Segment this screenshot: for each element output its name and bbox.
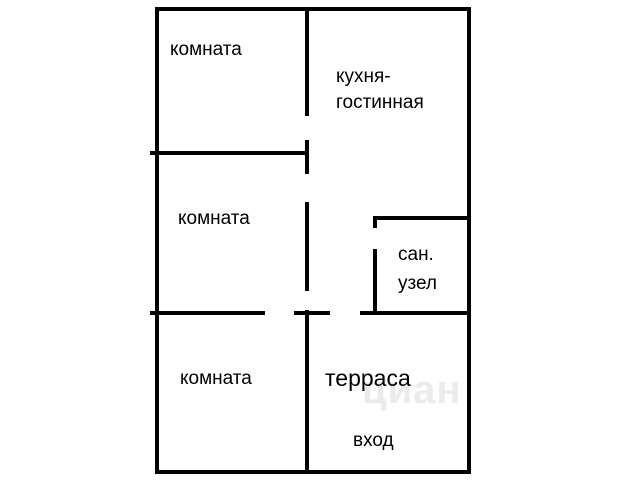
room-label-kitchen-living: кухня- гостинная: [336, 66, 424, 113]
watermark-logo: циан: [362, 368, 462, 412]
room-label-bathroom: сан. узел: [398, 244, 438, 295]
room-label-terrace: терраса: [325, 365, 411, 391]
room-label-1: комната: [170, 39, 242, 60]
room-label-2: комната: [178, 208, 250, 229]
room-label-3: комната: [180, 368, 252, 389]
room-label-entrance: вход: [353, 430, 394, 451]
